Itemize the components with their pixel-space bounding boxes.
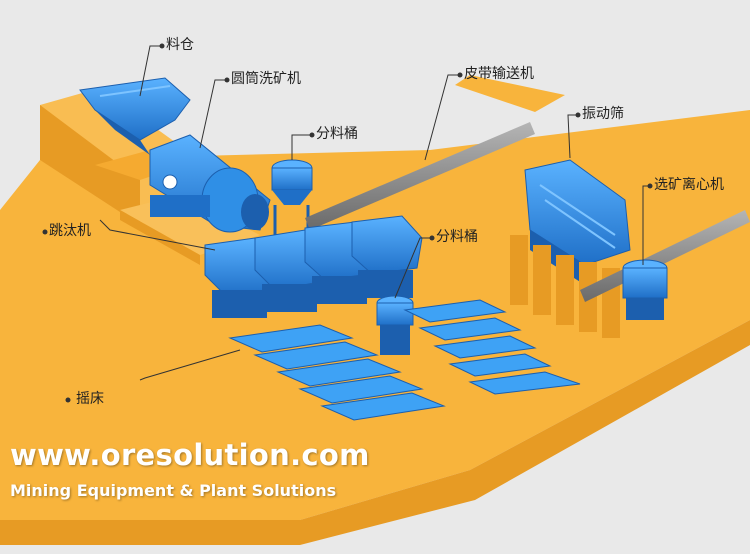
label-distributor-top: 分料桶 xyxy=(316,126,358,142)
watermark-url: www.oresolution.com xyxy=(10,438,370,472)
shaking-tables xyxy=(228,299,581,421)
leader-dots xyxy=(42,43,653,403)
label-centrifugal-concentrator: 选矿离心机 xyxy=(654,177,724,193)
distributor-tank-mid xyxy=(376,295,414,355)
label-distributor-mid: 分料桶 xyxy=(436,229,478,245)
leader-lines xyxy=(99,45,650,381)
label-trommel-scrubber: 圆筒洗矿机 xyxy=(231,71,301,87)
label-shaking-table: 摇床 xyxy=(76,391,104,407)
label-belt-conveyor: 皮带输送机 xyxy=(464,66,534,82)
distributor-tank-top xyxy=(271,159,313,235)
label-hopper: 料仓 xyxy=(166,37,194,53)
watermark-tagline: Mining Equipment & Plant Solutions xyxy=(10,481,337,500)
hopper xyxy=(79,77,191,155)
label-jig: 跳汰机 xyxy=(49,223,91,239)
centrifugal-concentrator xyxy=(622,259,668,320)
label-vibrating-screen: 振动筛 xyxy=(582,106,624,122)
trommel-scrubber xyxy=(149,134,271,233)
jig-units xyxy=(204,215,423,318)
belt-conveyor-1 xyxy=(305,122,535,230)
